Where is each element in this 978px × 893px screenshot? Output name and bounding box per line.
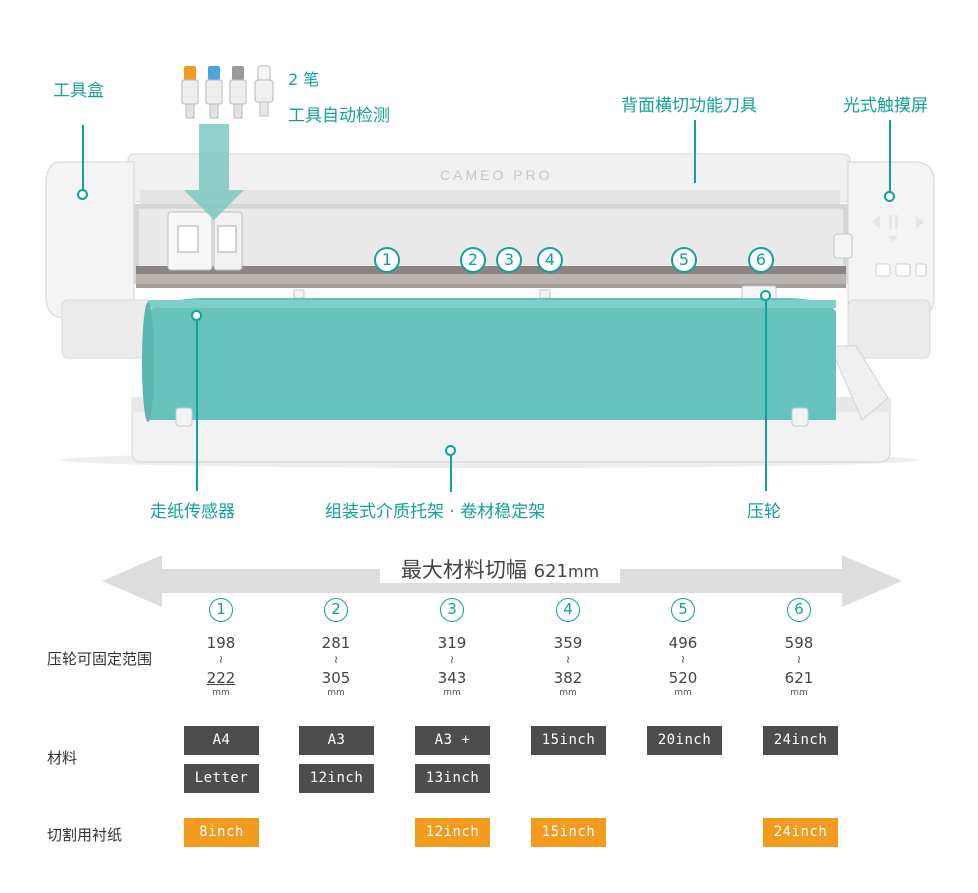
range-sep-1: ≀ (218, 653, 224, 666)
label-pen: 2 笔 (288, 70, 320, 89)
callout-dot-pinch (760, 290, 771, 301)
range-max-2: 305 (321, 669, 351, 687)
range-max-4: 382 (553, 669, 583, 687)
width-banner-text: 最大材料切幅 (400, 558, 527, 582)
range-max-1: 222 (206, 669, 236, 687)
label-cross-cutter: 背面横切功能刀具 (621, 96, 757, 116)
range-unit-1: mm (212, 688, 230, 698)
label-paper-sensor: 走纸传感器 (150, 502, 235, 522)
row-label-material: 材料 (47, 749, 78, 767)
range-sep-5: ≀ (680, 653, 686, 666)
cameo-machine (45, 124, 935, 468)
range-min-4: 359 (553, 634, 583, 652)
column-marker-5: 5 (671, 598, 695, 622)
range-sep-2: ≀ (333, 653, 339, 666)
range-min-2: 281 (321, 634, 351, 652)
range-sep-6: ≀ (796, 653, 802, 666)
width-banner-value: 621 (533, 561, 568, 582)
material-chip: 20inch (647, 726, 722, 755)
range-sep-3: ≀ (449, 653, 455, 666)
row-label-range: 压轮可固定范围 (47, 650, 153, 668)
column-marker-1: 1 (209, 598, 233, 622)
callout-dot-touch-screen (884, 191, 895, 202)
callout-line-tool-box (82, 125, 84, 190)
column-marker-3: 3 (440, 598, 464, 622)
label-rack: 组装式介质托架 · 卷材稳定架 (325, 502, 546, 522)
slot-marker-4: 4 (537, 247, 563, 273)
range-max-5: 520 (668, 669, 698, 687)
mat-chip: 24inch (763, 818, 838, 847)
slot-marker-2: 2 (460, 247, 486, 273)
width-banner: 最大材料切幅 621mm (380, 557, 620, 583)
column-marker-6: 6 (787, 598, 811, 622)
label-touch-screen: 光式触摸屏 (843, 96, 928, 116)
range-unit-2: mm (327, 688, 345, 698)
material-chip: Letter (184, 764, 259, 793)
material-chip: A3 + (415, 726, 490, 755)
column-marker-2: 2 (324, 598, 348, 622)
tool-holders-icon (181, 65, 274, 119)
range-min-1: 198 (206, 634, 236, 652)
callout-dot-tool-box (77, 189, 88, 200)
callout-dot-sensor (191, 310, 202, 321)
range-unit-3: mm (443, 688, 461, 698)
callout-line-rack (450, 456, 452, 492)
range-max-6: 621 (784, 669, 814, 687)
material-chip: 13inch (415, 764, 490, 793)
brand-wordmark: CAMEO PRO (440, 167, 553, 183)
material-chip: 15inch (531, 726, 606, 755)
range-sep-4: ≀ (565, 653, 571, 666)
label-tool-detect: 工具自动检测 (288, 106, 390, 126)
range-min-5: 496 (668, 634, 698, 652)
mat-chip: 8inch (184, 818, 259, 847)
label-pinch-roller: 压轮 (747, 502, 781, 522)
callout-dot-rack (445, 445, 456, 456)
slot-marker-6: 6 (748, 247, 774, 273)
callout-line-sensor (196, 321, 198, 491)
label-tool-box: 工具盒 (53, 81, 104, 101)
width-banner-unit: mm (567, 562, 600, 581)
callout-line-touch-screen (889, 120, 891, 192)
slot-marker-1: 1 (374, 247, 400, 273)
mat-chip: 15inch (531, 818, 606, 847)
callout-line-pinch (765, 301, 767, 491)
slot-marker-3: 3 (496, 247, 522, 273)
range-unit-5: mm (674, 688, 692, 698)
callout-line-cross-cutter (694, 120, 696, 183)
row-label-mat: 切割用衬纸 (47, 826, 123, 844)
material-chip: 12inch (299, 764, 374, 793)
range-unit-4: mm (559, 688, 577, 698)
range-min-6: 598 (784, 634, 814, 652)
range-max-3: 343 (437, 669, 467, 687)
material-chip: 24inch (763, 726, 838, 755)
mat-chip: 12inch (415, 818, 490, 847)
slot-marker-5: 5 (671, 247, 697, 273)
range-min-3: 319 (437, 634, 467, 652)
material-chip: A3 (299, 726, 374, 755)
range-unit-6: mm (790, 688, 808, 698)
material-chip: A4 (184, 726, 259, 755)
column-marker-4: 4 (556, 598, 580, 622)
